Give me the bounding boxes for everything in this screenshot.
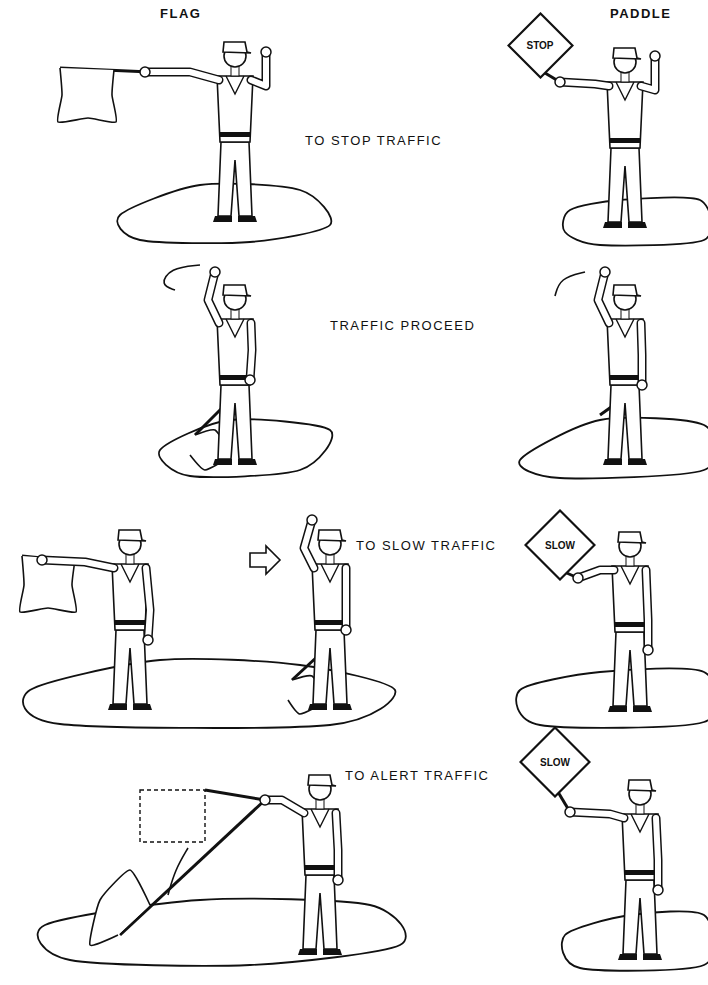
flagger-figure: [260, 775, 343, 955]
motion-arc: [164, 265, 200, 290]
sign-text: SLOW: [540, 757, 570, 768]
paddle-sign: SLOW: [524, 509, 596, 581]
flagger-figure: [208, 267, 257, 465]
flag: [90, 870, 150, 945]
flag-staff: [205, 790, 265, 800]
flag-upper-position: [140, 790, 205, 842]
paddle-sign: STOP: [507, 12, 574, 79]
flagger-figure: [304, 515, 352, 710]
flagger-figure: [37, 530, 153, 710]
sequence-arrow: [250, 546, 280, 574]
signal-caption: TRAFFIC PROCEED: [330, 318, 475, 333]
column-heading: PADDLE: [610, 6, 671, 21]
ground-patch: [516, 668, 708, 727]
flagger-figure: [140, 42, 271, 222]
flag: [58, 68, 117, 122]
column-heading: FLAG: [160, 6, 201, 21]
flagger-figure: [565, 780, 663, 960]
signal-caption: TO STOP TRAFFIC: [305, 133, 442, 148]
flag-staff: [120, 800, 265, 935]
sign-text: STOP: [526, 40, 553, 51]
paddle-sign: SLOW: [519, 726, 591, 798]
motion-arc: [168, 848, 188, 895]
flagger-figure: [573, 532, 653, 712]
signal-caption: TO ALERT TRAFFIC: [345, 768, 489, 783]
flagger-figure: [555, 48, 660, 228]
signal-caption: TO SLOW TRAFFIC: [356, 538, 496, 553]
motion-arc: [555, 272, 585, 296]
sign-text: SLOW: [545, 540, 575, 551]
flagger-figure: [598, 267, 647, 465]
